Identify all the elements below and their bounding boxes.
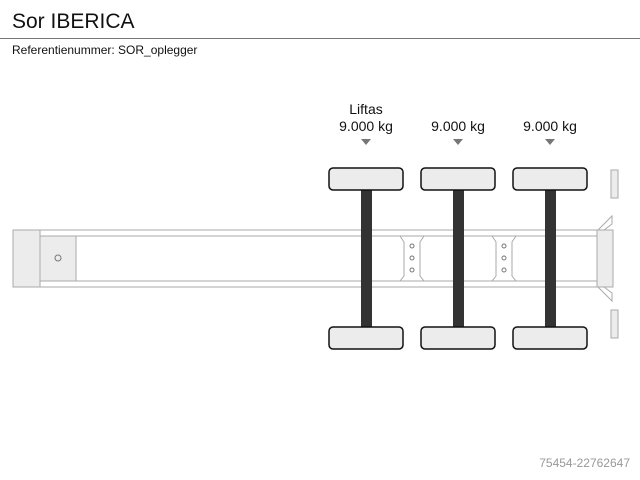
axle-1-arrow bbox=[361, 139, 371, 145]
kingpin-plate bbox=[39, 235, 77, 282]
page-title: Sor IBERICA bbox=[12, 10, 135, 33]
front-bulkhead bbox=[12, 229, 41, 288]
axle-1 bbox=[328, 167, 404, 350]
frame-bracket-1 bbox=[398, 235, 426, 282]
header-divider bbox=[0, 38, 640, 39]
listing-id: 75454-22762647 bbox=[539, 456, 630, 470]
axle-2-weight: 9.000 kg bbox=[431, 118, 485, 134]
axle-2 bbox=[420, 167, 496, 350]
axle-2-arrow bbox=[453, 139, 463, 145]
axle-3-weight: 9.000 kg bbox=[523, 118, 577, 134]
kingpin bbox=[54, 254, 62, 262]
axle-3 bbox=[512, 167, 588, 350]
reference-number: Referentienummer: SOR_oplegger bbox=[12, 43, 198, 57]
axle-1-label: Liftas bbox=[349, 101, 383, 117]
rear-bumper bbox=[596, 169, 619, 339]
axle-3-arrow bbox=[545, 139, 555, 145]
frame-bracket-2 bbox=[490, 235, 518, 282]
axle-1-weight: 9.000 kg bbox=[339, 118, 393, 134]
